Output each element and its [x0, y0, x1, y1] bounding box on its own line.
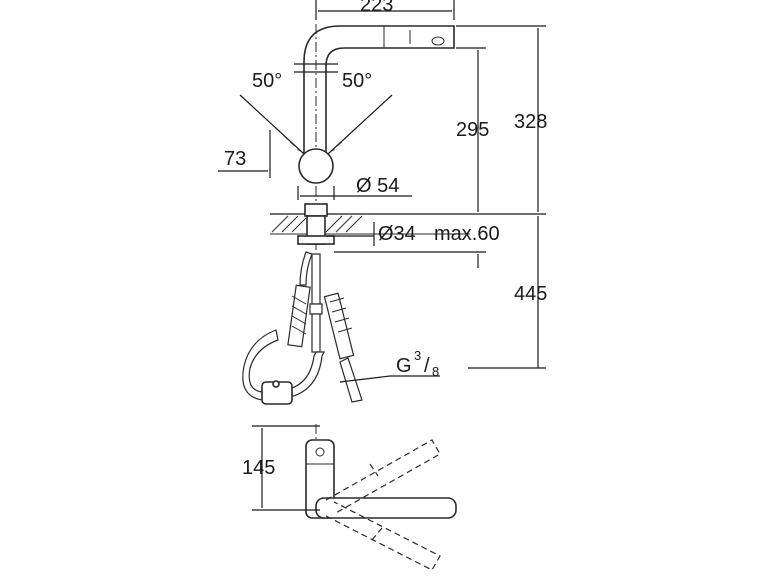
thread-numerator-label: 3	[414, 348, 421, 363]
hole-diameter-label: Ø34	[378, 223, 416, 245]
lever-angle-left-label: 50°	[252, 70, 282, 92]
countertop-section	[270, 203, 546, 245]
faucet-spout	[303, 25, 455, 161]
height-to-outlet-label: 295	[456, 119, 489, 141]
thread-slash-label: /	[424, 355, 430, 377]
top-view-depth-dimension: 145	[242, 425, 320, 511]
top-view	[305, 424, 457, 571]
spout-reach-label: 223	[360, 0, 393, 16]
body-diameter-label: Ø 54	[356, 175, 399, 197]
hose-length-label: 445	[514, 283, 547, 305]
pull-out-hose-loop	[242, 329, 325, 405]
thread-base-label: G	[396, 355, 412, 377]
lever-angle-indicators: 50° 50°	[239, 63, 393, 166]
spray-head-button	[431, 36, 445, 46]
top-view-depth-label: 145	[242, 457, 275, 479]
lever-angle-right-label: 50°	[342, 70, 372, 92]
lever-offset-dimension: 73	[218, 130, 271, 178]
top-view-spout	[315, 497, 457, 519]
total-height-label: 328	[514, 111, 547, 133]
deck-thickness-label: max.60	[434, 223, 500, 245]
thread-denominator-label: 8	[432, 364, 439, 379]
lever-offset-label: 73	[224, 148, 246, 170]
mixer-body	[298, 148, 334, 184]
supply-hoses	[287, 251, 363, 403]
height-dimensions: 295 328 445	[334, 25, 547, 369]
spout-reach-dimension: 223	[315, 0, 455, 20]
thread-callout: G 3 / 8	[339, 348, 440, 383]
body-diameter-dimension: Ø 54	[297, 175, 412, 200]
hole-and-deck-dimension: Ø34 max.60	[327, 222, 500, 246]
